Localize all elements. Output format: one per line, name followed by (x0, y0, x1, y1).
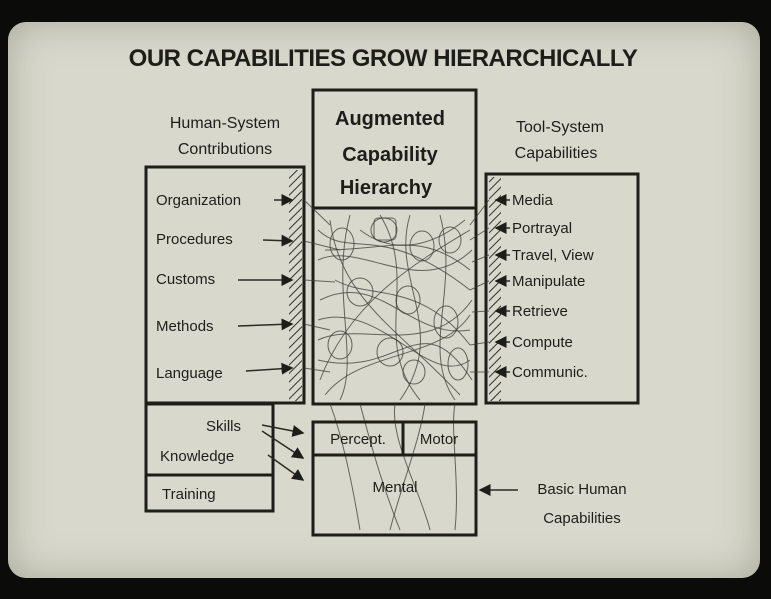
capability-web (317, 214, 473, 401)
left-item-procedures: Procedures (156, 231, 233, 248)
right-header-line-1: Tool-System (516, 119, 604, 136)
basic-label-line-1: Basic Human (537, 481, 626, 498)
right-item-retrieve: Retrieve (512, 303, 568, 320)
left-header-line-1: Human-System (170, 115, 280, 132)
skills-arrows (261, 424, 305, 481)
center-title-line-2: Capability (342, 144, 438, 166)
skills-label: Skills (206, 418, 241, 435)
right-item-travel-view: Travel, View (512, 247, 594, 264)
left-hatch-strip (289, 170, 302, 401)
center-title-line-3: Hierarchy (340, 177, 433, 199)
right-header-line-2: Capabilities (515, 145, 598, 162)
left-items: Organization Procedures Customs Methods … (156, 192, 294, 382)
training-label: Training (162, 486, 216, 503)
skills-knowledge-box (144, 402, 275, 513)
left-header-line-2: Contributions (178, 141, 272, 158)
center-title-line-1: Augmented (335, 108, 445, 130)
right-item-manipulate: Manipulate (512, 273, 585, 290)
knowledge-label: Knowledge (160, 448, 234, 465)
right-item-portrayal: Portrayal (512, 220, 572, 237)
motor-label: Motor (420, 431, 458, 448)
slide-title: OUR CAPABILITIES GROW HIERARCHICALLY (129, 45, 638, 72)
right-hatch-strip (489, 177, 501, 401)
left-item-organization: Organization (156, 192, 241, 209)
right-items: Media Portrayal Travel, View Manipulate … (494, 192, 594, 381)
right-item-compute: Compute (512, 334, 573, 351)
tool-system-box (484, 172, 640, 405)
center-to-right-links (469, 199, 490, 373)
left-item-methods: Methods (156, 318, 214, 335)
left-item-language: Language (156, 365, 223, 382)
basic-capabilities-box (311, 420, 478, 537)
left-item-customs: Customs (156, 271, 215, 288)
right-item-media: Media (512, 192, 554, 209)
basic-label-line-2: Capabilities (543, 510, 621, 527)
left-to-center-links (303, 199, 341, 373)
percept-label: Percept. (330, 431, 386, 448)
right-item-communic: Communic. (512, 364, 588, 381)
mental-label: Mental (372, 479, 417, 496)
